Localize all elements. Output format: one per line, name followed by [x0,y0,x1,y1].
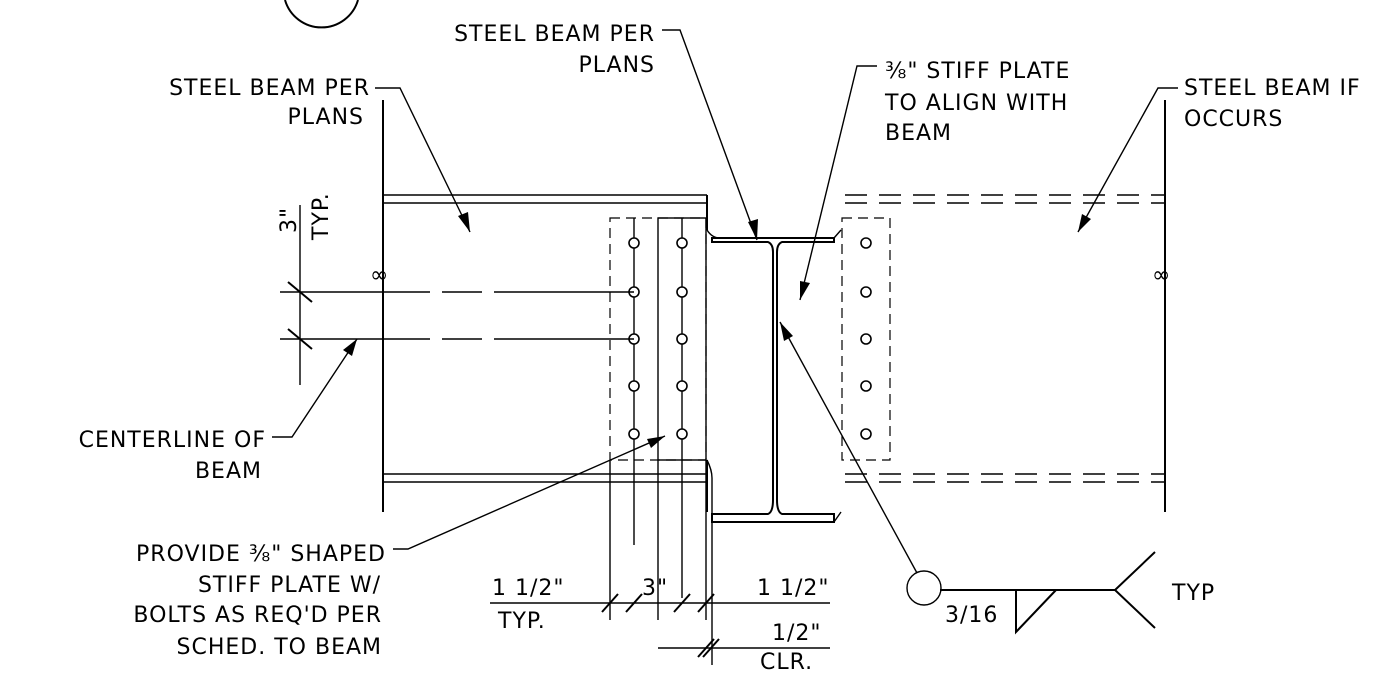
centerlines [280,205,634,385]
beam-break-symbol-right: ∞ [1152,263,1171,288]
callout-stiff-plate-align: ⅜" STIFF PLATE TO ALIGN WITH BEAM [884,59,1070,146]
callout-centerline: CENTERLINE OF BEAM [79,428,266,484]
dim-edge-vertical: 3" [277,207,302,233]
weld-size: 3/16 [945,603,998,628]
callout-beam-center: STEEL BEAM PER PLANS [454,22,656,78]
dim-right-edge: 1 1/2" [757,576,830,601]
callout-beam-left: STEEL BEAM PER PLANS [169,76,370,130]
callout-shaped-plate: PROVIDE ⅜" SHAPED STIFF PLATE W/ BOLTS A… [133,542,386,660]
callout-beam-center-line1: STEEL BEAM PER [454,22,655,47]
callout-centerline-line1: CENTERLINE OF [79,428,266,453]
bottom-dimension-lines [490,522,830,665]
callout-stiff-plate-line2: TO ALIGN WITH [884,91,1068,116]
dim-clearance-note: CLR. [760,650,813,673]
callout-beam-right: STEEL BEAM IF OCCURS [1184,76,1361,132]
dim-gauge: 3" [642,576,668,601]
left-beam: ∞ [370,100,708,512]
callout-beam-left-line2: PLANS [288,105,365,130]
center-beam-section [706,229,842,523]
dim-edge-vertical-typ: TYP. [309,192,334,241]
callout-beam-right-line1: STEEL BEAM IF [1184,76,1361,101]
callout-shaped-plate-line4: SCHED. TO BEAM [177,635,382,660]
weld-symbol [779,321,1156,635]
right-stiff-plate [841,217,891,461]
callout-beam-center-line2: PLANS [579,53,656,78]
detail-bubble-arc [284,0,359,29]
callout-centerline-line2: BEAM [195,459,262,484]
callout-shaped-plate-line2: STIFF PLATE W/ [198,573,381,598]
dim-left-edge: 1 1/2" [492,576,565,601]
weld-tail-note: TYP [1171,581,1215,606]
callout-shaped-plate-line3: BOLTS AS REQ'D PER [133,603,382,628]
right-beam-dashed: ∞ [845,100,1171,512]
callout-shaped-plate-line1: PROVIDE ⅜" SHAPED [136,542,386,567]
dim-left-edge-typ: TYP. [497,609,546,634]
callout-stiff-plate-line1: ⅜" STIFF PLATE [885,59,1070,84]
dim-clearance: 1/2" [772,621,822,646]
beam-break-symbol: ∞ [370,263,389,288]
callout-beam-right-line2: OCCURS [1184,107,1283,132]
leader-lines [272,29,1178,550]
callout-stiff-plate-line3: BEAM [885,121,952,146]
callout-beam-left-line1: STEEL BEAM PER [169,76,370,101]
shaped-stiff-plate [609,217,707,620]
